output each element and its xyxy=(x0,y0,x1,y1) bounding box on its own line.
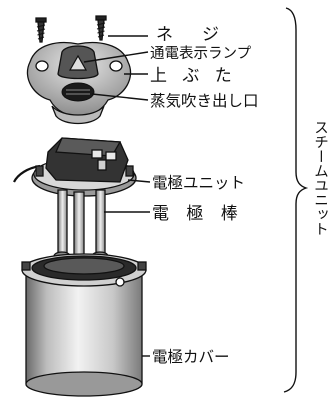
label-steam-unit: スチームユニット xyxy=(312,120,328,236)
label-lid: 上 ぶ た xyxy=(150,66,237,86)
screw-right-icon xyxy=(95,15,107,41)
label-screw: ネ ジ xyxy=(156,25,225,45)
label-lamp: 通電表示ランプ xyxy=(150,45,252,62)
electrode-cover xyxy=(21,253,147,397)
label-electrode-cover: 電極カバー xyxy=(152,348,230,366)
label-electrode-rod: 電 極 棒 xyxy=(152,204,244,224)
top-lid xyxy=(26,41,132,125)
label-electrode-unit: 電極ユニット xyxy=(152,174,245,192)
screw-left-icon xyxy=(35,17,47,43)
group-brace xyxy=(283,7,309,393)
label-steam-outlet: 蒸気吹き出し口 xyxy=(150,92,259,110)
leader-lines xyxy=(83,35,151,357)
electrode-unit xyxy=(13,137,137,197)
